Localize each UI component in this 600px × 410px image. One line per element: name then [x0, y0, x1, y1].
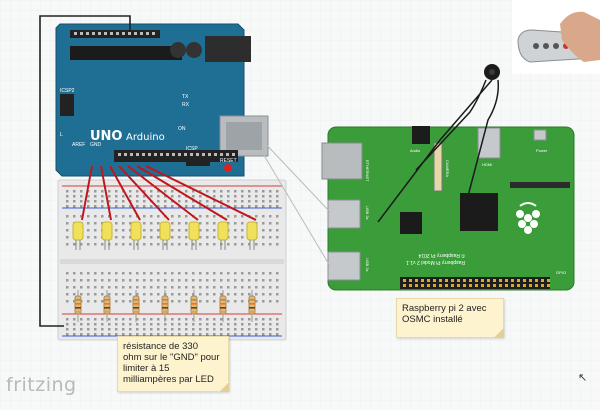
- led[interactable]: [130, 221, 142, 250]
- led[interactable]: [188, 221, 200, 250]
- arduino-pins: [74, 32, 235, 156]
- usb-cable[interactable]: [261, 139, 331, 213]
- led[interactable]: [246, 221, 258, 250]
- ir-receiver[interactable]: [377, 64, 500, 223]
- resistor[interactable]: [248, 290, 256, 322]
- raspberry-pi-board[interactable]: ETHERNET USB 2x USB 2x HDMI Power Audio …: [321, 126, 575, 291]
- resistor[interactable]: [161, 290, 169, 322]
- led[interactable]: [101, 221, 113, 250]
- usb-cable-2[interactable]: [261, 151, 331, 267]
- icsp-header: [186, 154, 210, 166]
- soc-chip: [460, 193, 498, 231]
- reset-label: RESET: [220, 158, 237, 164]
- atmega-chip: [70, 46, 182, 60]
- capacitor-1: [170, 42, 186, 58]
- resistor[interactable]: [190, 290, 198, 322]
- arduino-brand-text: Arduino: [126, 132, 165, 143]
- ethernet-port: [321, 142, 363, 180]
- gpio-label: GPIO: [556, 270, 566, 275]
- resistor-note-line-1: résistance de 330: [123, 341, 198, 352]
- resistor[interactable]: [103, 290, 111, 322]
- fritzing-watermark: fritzing: [6, 374, 77, 396]
- led-signal-wire[interactable]: [109, 165, 141, 221]
- rpi-note[interactable]: Raspberry pi 2 avec OSMC installé: [396, 298, 504, 338]
- resistor[interactable]: [219, 290, 227, 322]
- breadboard-holes: [66, 190, 279, 336]
- icsp-label: ICSP: [186, 146, 198, 152]
- wires[interactable]: [39, 15, 331, 327]
- usb-port-2: [327, 251, 361, 281]
- resistor-note-line-4: milliampères par LED: [123, 374, 214, 385]
- on-led-label: ON: [178, 126, 186, 132]
- led-signal-wire[interactable]: [145, 165, 257, 221]
- usb-label-2: USB 2x: [365, 258, 370, 272]
- led-signal-wire[interactable]: [118, 165, 170, 221]
- display-connector: [510, 182, 570, 188]
- resistor-note-line-3: limiter à 15: [123, 363, 170, 374]
- rpi-model-text: Raspberry Pi Model 2 v1.1: [406, 259, 465, 265]
- signal-wires[interactable]: [81, 165, 257, 221]
- mouse-cursor-icon: ↖: [578, 372, 588, 384]
- note-fold: [219, 382, 229, 392]
- gpio-header: [400, 277, 550, 289]
- ground-wire[interactable]: [39, 15, 131, 327]
- usb-controller-chip: [400, 212, 422, 234]
- usb-port-1: [327, 199, 361, 229]
- gpio-pins: [403, 279, 550, 287]
- led[interactable]: [159, 221, 171, 250]
- rpi-note-line-2: OSMC installé: [402, 314, 463, 325]
- capacitor-2: [186, 42, 202, 58]
- camera-label: CAMERA: [445, 160, 450, 177]
- power-label: Power: [536, 148, 548, 153]
- resistor-array[interactable]: [74, 290, 256, 322]
- tv-remote: [512, 0, 600, 74]
- breadboard[interactable]: [57, 179, 287, 341]
- resistor-note-line-2: ohm sur le "GND" pour: [123, 352, 220, 363]
- rpi-copyright-text: © Raspberry Pi 2014: [418, 252, 465, 259]
- led[interactable]: [217, 221, 229, 250]
- led[interactable]: [72, 221, 84, 250]
- reset-button[interactable]: [224, 164, 232, 172]
- audio-label: Audio: [410, 148, 421, 153]
- note-fold: [494, 328, 504, 338]
- led-signal-wire[interactable]: [81, 165, 93, 221]
- resistor[interactable]: [74, 290, 82, 322]
- led-array[interactable]: [72, 221, 258, 250]
- gnd-label: GND: [90, 142, 102, 148]
- barrel-jack: [205, 36, 251, 62]
- ethernet-label: ETHERNET: [365, 160, 370, 182]
- l-led-label: L: [60, 132, 63, 138]
- usb-label-1: USB 2x: [365, 206, 370, 220]
- raspberry-logo: [516, 202, 540, 234]
- resistor-note[interactable]: résistance de 330 ohm sur le "GND" pour …: [117, 336, 229, 392]
- power-port: [533, 129, 547, 141]
- aref-label: AREF: [72, 142, 85, 148]
- icsp2-label: ICSP2: [60, 88, 75, 94]
- tx-label: TX: [182, 94, 189, 100]
- rx-label: RX: [182, 102, 190, 108]
- arduino-uno-board[interactable]: UNO Arduino TX RX L ON ICSP ICSP2 RESET …: [55, 23, 269, 177]
- power-header: [70, 30, 160, 38]
- arduino-uno-logo: UNO: [90, 129, 123, 144]
- audio-jack: [412, 126, 430, 144]
- led-signal-wire[interactable]: [127, 165, 199, 221]
- hdmi-label: HDMI: [482, 162, 492, 167]
- led-signal-wire[interactable]: [100, 165, 112, 221]
- icsp2-header: [60, 94, 74, 116]
- resistor[interactable]: [132, 290, 140, 322]
- rpi-note-line-1: Raspberry pi 2 avec: [402, 303, 487, 314]
- led-signal-wire[interactable]: [136, 165, 228, 221]
